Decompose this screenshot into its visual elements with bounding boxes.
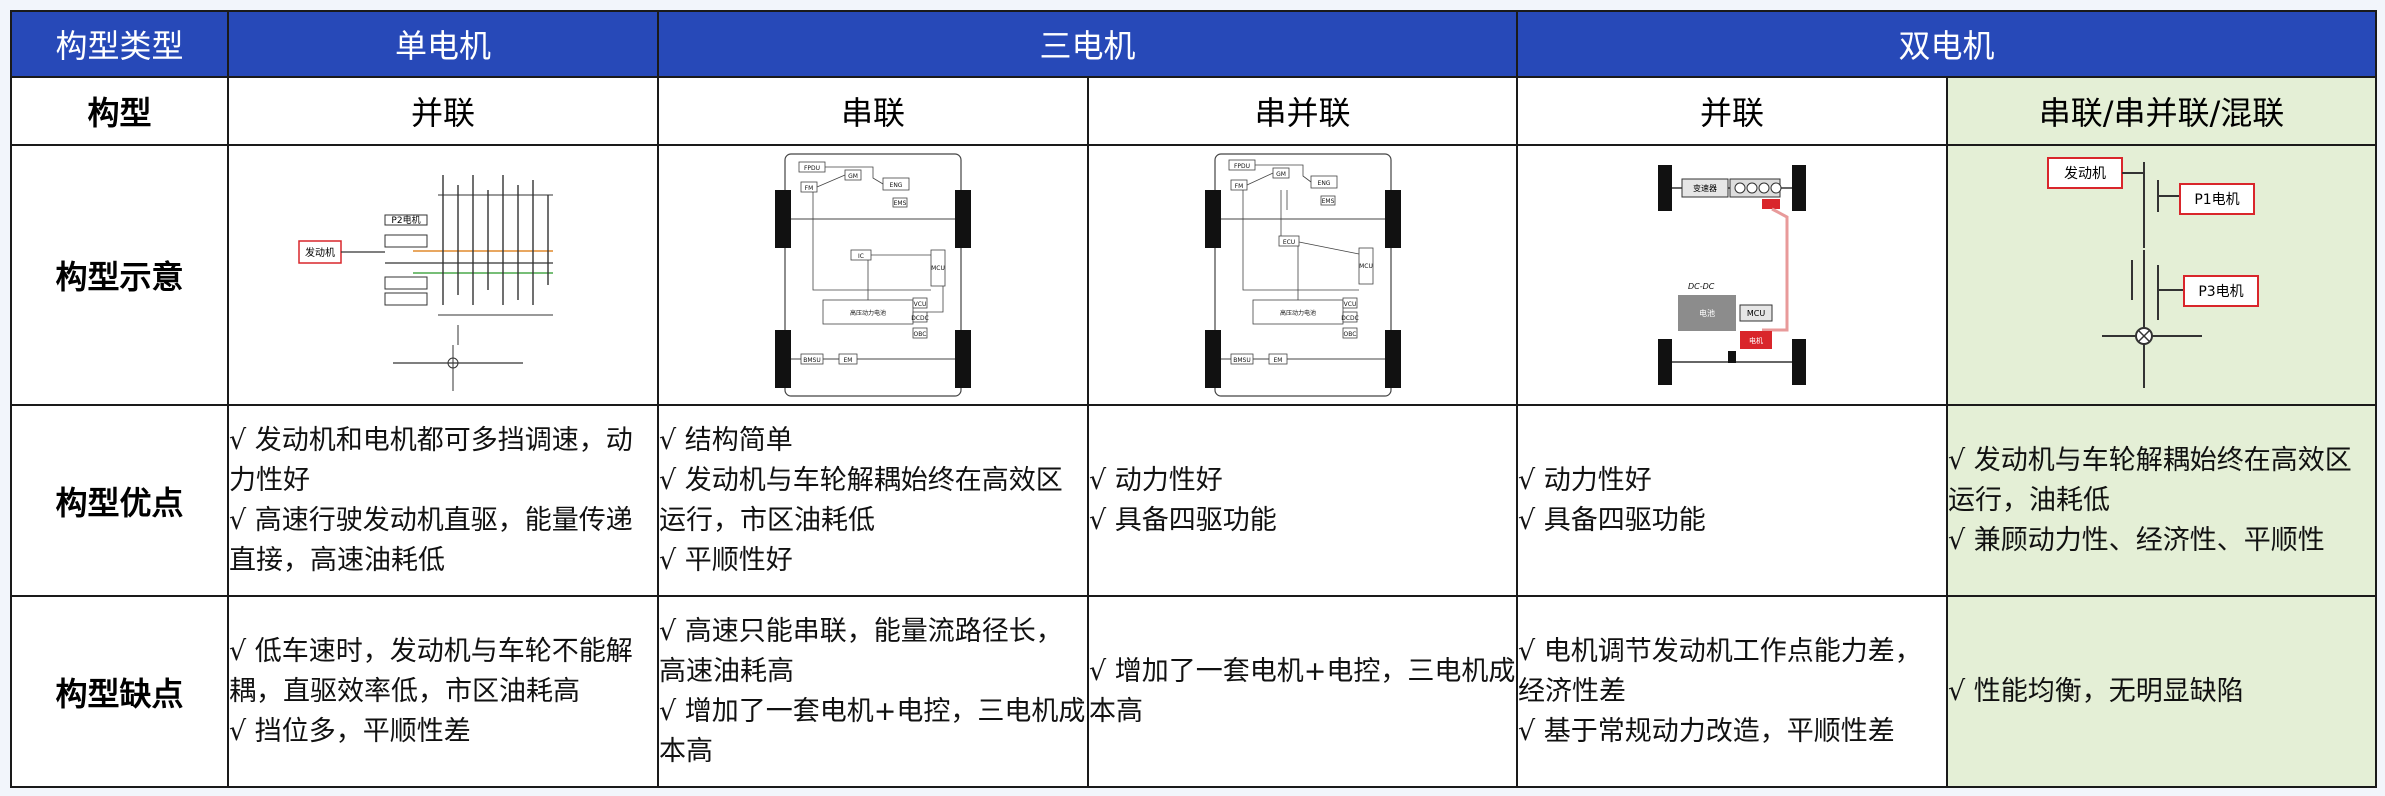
- svg-text:电池: 电池: [1699, 308, 1715, 318]
- diagram-single-parallel: 发动机 P2电机: [227, 144, 659, 406]
- header-single-motor: 单电机: [227, 10, 659, 78]
- svg-text:GM: GM: [848, 173, 858, 180]
- config-cell: 串联/串并联/混联: [1946, 76, 2378, 146]
- bullet-line: √ 性能均衡，无明显缺陷: [1948, 675, 2244, 707]
- diagram-three-series: FPDU FM GM ENG EMS IC MCU 高压动力电池 VCU DCD…: [657, 144, 1089, 406]
- header-type: 构型类型: [10, 10, 229, 78]
- svg-text:MCU: MCU: [1359, 263, 1373, 270]
- powertrain-schematic: 发动机 P1电机 P3电机: [2046, 157, 2259, 388]
- diagram-dual-hybrid: 发动机 P1电机 P3电机: [1946, 144, 2378, 406]
- comparison-table: 构型类型 单电机 三电机 双电机 构型 并联 串联 串并联 并联 串联/串并联/…: [10, 10, 2378, 788]
- svg-text:OBC: OBC: [1343, 331, 1356, 338]
- vehicle-layout-schematic: 变速器 DC-DC 电池 MCU 电机: [1658, 165, 1807, 385]
- advantages-row: 构型优点 √ 发动机和电机都可多挡调速，动力性好 √ 高速行驶发动机直驱，能量传…: [10, 404, 2378, 597]
- gearbox-schematic: 发动机 P2电机: [298, 175, 553, 391]
- bullet-line: √ 平顺性好: [659, 544, 793, 576]
- svg-text:EM: EM: [1273, 357, 1282, 364]
- svg-text:MCU: MCU: [1747, 309, 1765, 318]
- svg-text:ENG: ENG: [1317, 180, 1330, 187]
- disadvantages-cell: √ 低车速时，发动机与车轮不能解耦，直驱效率低，市区油耗高 √ 挡位多，平顺性差: [227, 595, 659, 788]
- bullet-line: √ 动力性好: [1089, 464, 1223, 496]
- advantages-cell: √ 动力性好 √ 具备四驱功能: [1086, 404, 1519, 597]
- svg-text:FPDU: FPDU: [1233, 163, 1249, 170]
- svg-text:VCU: VCU: [1343, 301, 1356, 308]
- svg-text:BMSU: BMSU: [803, 357, 821, 364]
- diagram-three-series-parallel: FPDU FM GM ENG EMS ECU MCU 高压动力电池 VCU DC…: [1086, 144, 1519, 406]
- vehicle-layout-schematic: FPDU FM GM ENG EMS ECU MCU 高压动力电池 VCU DC…: [1204, 153, 1401, 397]
- bullet-line: √ 高速只能串联，能量流路径长，高速油耗高: [659, 615, 1063, 687]
- svg-text:EMS: EMS: [1321, 198, 1334, 205]
- bullet-line: √ 发动机和电机都可多挡调速，动力性好: [229, 424, 633, 496]
- config-cell: 并联: [227, 76, 659, 146]
- diagram-row: 构型示意 发动机 P2电机: [10, 144, 2378, 406]
- config-cell: 并联: [1516, 76, 1949, 146]
- advantages-cell: √ 动力性好 √ 具备四驱功能: [1516, 404, 1949, 597]
- bullet-line: √ 电机调节发动机工作点能力差，经济性差: [1518, 635, 1922, 707]
- svg-text:OBC: OBC: [914, 331, 927, 338]
- svg-text:P1电机: P1电机: [2194, 192, 2239, 208]
- disadvantages-cell: √ 高速只能串联，能量流路径长，高速油耗高 √ 增加了一套电机+电控，三电机成本…: [657, 595, 1089, 788]
- advantages-cell: √ 结构简单 √ 发动机与车轮解耦始终在高效区运行，市区油耗低 √ 平顺性好: [657, 404, 1089, 597]
- svg-text:变速器: 变速器: [1693, 183, 1717, 193]
- bullet-line: √ 发动机与车轮解耦始终在高效区运行，市区油耗低: [659, 464, 1063, 536]
- svg-text:发动机: 发动机: [2064, 166, 2106, 182]
- advantages-label: 构型优点: [10, 404, 229, 597]
- header-row: 构型类型 单电机 三电机 双电机: [10, 10, 2378, 78]
- bullet-line: √ 增加了一套电机+电控，三电机成本高: [659, 695, 1086, 767]
- config-cell: 串并联: [1086, 76, 1519, 146]
- bullet-line: √ 动力性好: [1518, 464, 1652, 496]
- svg-text:EM: EM: [844, 357, 853, 364]
- svg-text:高压动力电池: 高压动力电池: [1279, 309, 1315, 317]
- bullet-line: √ 增加了一套电机+电控，三电机成本高: [1089, 655, 1516, 727]
- config-label: 构型: [10, 76, 229, 146]
- bullet-line: √ 具备四驱功能: [1089, 504, 1277, 536]
- disadvantages-cell: √ 电机调节发动机工作点能力差，经济性差 √ 基于常规动力改造，平顺性差: [1516, 595, 1949, 788]
- disadvantages-label: 构型缺点: [10, 595, 229, 788]
- disadvantages-cell: √ 性能均衡，无明显缺陷: [1946, 595, 2378, 788]
- config-cell: 串联: [657, 76, 1089, 146]
- svg-text:IC: IC: [858, 253, 864, 260]
- svg-text:高压动力电池: 高压动力电池: [850, 309, 886, 317]
- vehicle-layout-schematic: FPDU FM GM ENG EMS IC MCU 高压动力电池 VCU DCD…: [775, 153, 971, 397]
- bullet-line: √ 发动机与车轮解耦始终在高效区运行，油耗低: [1948, 444, 2352, 516]
- header-dual-motor: 双电机: [1516, 10, 2378, 78]
- header-three-motor: 三电机: [656, 10, 1519, 78]
- bullet-line: √ 挡位多，平顺性差: [229, 715, 471, 747]
- svg-text:EMS: EMS: [894, 200, 907, 207]
- svg-text:FPDU: FPDU: [804, 165, 820, 172]
- bullet-line: √ 基于常规动力改造，平顺性差: [1518, 715, 1895, 747]
- bullet-line: √ 结构简单: [659, 424, 793, 456]
- svg-text:FM: FM: [805, 185, 814, 192]
- bullet-line: √ 低车速时，发动机与车轮不能解耦，直驱效率低，市区油耗高: [229, 635, 633, 707]
- svg-text:P3电机: P3电机: [2198, 284, 2243, 300]
- bullet-line: √ 高速行驶发动机直驱，能量传递直接，高速油耗低: [229, 504, 633, 576]
- advantages-cell: √ 发动机与车轮解耦始终在高效区运行，油耗低 √ 兼顾动力性、经济性、平顺性: [1946, 404, 2378, 597]
- svg-text:电机: 电机: [1749, 336, 1763, 345]
- svg-text:FM: FM: [1234, 183, 1243, 190]
- svg-text:DC-DC: DC-DC: [1688, 282, 1715, 291]
- config-row: 构型 并联 串联 串并联 并联 串联/串并联/混联: [10, 76, 2378, 146]
- svg-text:DCDC: DCDC: [911, 315, 929, 322]
- bullet-line: √ 具备四驱功能: [1518, 504, 1706, 536]
- svg-text:发动机: 发动机: [305, 246, 335, 259]
- svg-text:ECU: ECU: [1282, 239, 1294, 246]
- disadvantages-cell: √ 增加了一套电机+电控，三电机成本高: [1086, 595, 1519, 788]
- diagram-label: 构型示意: [10, 144, 229, 406]
- svg-text:GM: GM: [1276, 171, 1286, 178]
- disadvantages-row: 构型缺点 √ 低车速时，发动机与车轮不能解耦，直驱效率低，市区油耗高 √ 挡位多…: [10, 595, 2378, 788]
- svg-text:DCDC: DCDC: [1341, 315, 1359, 322]
- svg-text:ENG: ENG: [890, 182, 903, 189]
- svg-text:VCU: VCU: [914, 301, 927, 308]
- diagram-dual-parallel: 变速器 DC-DC 电池 MCU 电机: [1516, 144, 1949, 406]
- svg-text:P2电机: P2电机: [391, 214, 420, 226]
- svg-text:MCU: MCU: [931, 265, 945, 272]
- advantages-cell: √ 发动机和电机都可多挡调速，动力性好 √ 高速行驶发动机直驱，能量传递直接，高…: [227, 404, 659, 597]
- svg-text:BMSU: BMSU: [1233, 357, 1251, 364]
- bullet-line: √ 兼顾动力性、经济性、平顺性: [1948, 524, 2325, 556]
